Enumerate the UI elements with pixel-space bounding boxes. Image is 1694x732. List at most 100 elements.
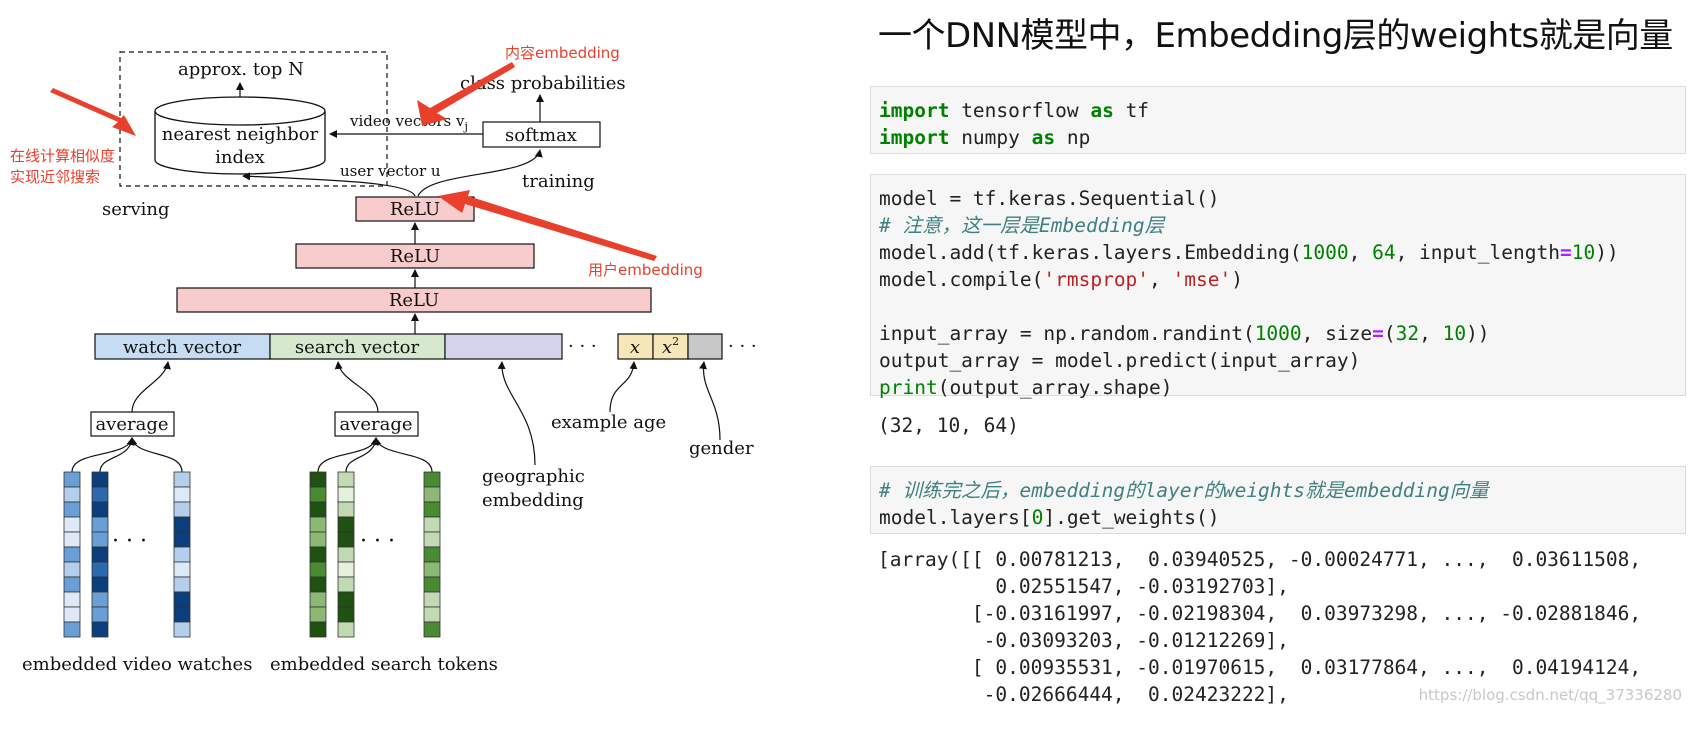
search-embedding-cell bbox=[309, 546, 327, 563]
dots-search-columns: · · · bbox=[360, 529, 395, 554]
relu-label-top: ReLU bbox=[390, 199, 440, 220]
relu-label-middle: ReLU bbox=[390, 246, 440, 267]
video-embedding-cell bbox=[91, 621, 109, 638]
average-box-search bbox=[334, 411, 419, 437]
video-embedding-cell bbox=[91, 486, 109, 503]
video-embedding-cell bbox=[63, 576, 81, 593]
search-embedding-cell bbox=[337, 576, 355, 593]
search-embedding-cell bbox=[337, 531, 355, 548]
code-cell-model[interactable]: model = tf.keras.Sequential() # 注意，这一层是E… bbox=[870, 174, 1686, 399]
video-embedding-cell bbox=[173, 531, 191, 548]
video-embedding-cell bbox=[173, 606, 191, 623]
search-embedding-cell bbox=[423, 606, 441, 623]
output-shape: (32, 10, 64) bbox=[878, 414, 1019, 437]
nearest-neighbor-index-cylinder bbox=[154, 96, 326, 175]
weights-output-line: [-0.03161997, -0.02198304, 0.03973298, .… bbox=[878, 602, 1642, 625]
search-embedding-cell bbox=[423, 591, 441, 608]
search-embedding-cell bbox=[309, 606, 327, 623]
video-embedding-cell bbox=[63, 486, 81, 503]
watch-vector-label: watch vector bbox=[123, 337, 242, 358]
example-age-label: example age bbox=[551, 412, 666, 433]
dots-middle: · · · bbox=[568, 336, 597, 357]
x-label: x bbox=[630, 337, 640, 358]
search-embedding-cell bbox=[337, 546, 355, 563]
search-embedding-cell bbox=[337, 561, 355, 578]
arrow-user-vector bbox=[242, 172, 416, 197]
code-cell-imports[interactable]: import tensorflow as tf import numpy as … bbox=[870, 86, 1686, 154]
video-embedding-cell bbox=[63, 516, 81, 533]
relu-box-middle bbox=[295, 243, 535, 269]
search-vector-segment bbox=[269, 333, 446, 360]
video-embedding-cell bbox=[63, 621, 81, 638]
x2-label: x2 bbox=[662, 335, 679, 358]
search-embedding-cell bbox=[423, 486, 441, 503]
arrow-average-to-search bbox=[334, 361, 379, 413]
search-embedding-cell bbox=[337, 621, 355, 638]
gender-label: gender bbox=[689, 438, 754, 459]
approx-top-n-label: approx. top N bbox=[178, 59, 304, 80]
video-embedding-cell bbox=[91, 576, 109, 593]
online-similarity-annotation-line2: 实现近邻搜索 bbox=[10, 168, 100, 186]
search-embedding-cell bbox=[423, 471, 441, 488]
video-embedding-cell bbox=[173, 576, 191, 593]
search-embedding-cell bbox=[337, 606, 355, 623]
search-embedding-cell bbox=[309, 471, 327, 488]
geographic-label-line2: embedding bbox=[482, 490, 584, 511]
search-embedding-cell bbox=[423, 516, 441, 533]
x2-segment bbox=[652, 333, 689, 360]
search-embedding-cell bbox=[423, 561, 441, 578]
red-arrow-content-embedding bbox=[417, 62, 515, 126]
dots-right: · · · bbox=[728, 336, 757, 357]
video-embedding-cell bbox=[173, 546, 191, 563]
search-embedding-cell bbox=[309, 591, 327, 608]
search-embedding-cell bbox=[337, 501, 355, 518]
average-label-search: average bbox=[339, 414, 412, 435]
embedded-video-columns bbox=[63, 471, 191, 638]
class-probabilities-label: class probabilities bbox=[460, 73, 626, 94]
search-embedding-cell bbox=[337, 516, 355, 533]
weights-output-line: -0.02666444, 0.02423222], bbox=[878, 683, 1289, 706]
fan-in-watches bbox=[71, 437, 183, 473]
search-embedding-cell bbox=[423, 621, 441, 638]
weights-output: [array([[ 0.00781213, 0.03940525, -0.000… bbox=[878, 546, 1641, 708]
average-box-watches bbox=[90, 411, 175, 437]
index-label-line1: nearest neighbor bbox=[162, 124, 319, 145]
video-embedding-cell bbox=[173, 471, 191, 488]
serving-dashed-box bbox=[119, 51, 388, 187]
search-embedding-cell bbox=[337, 486, 355, 503]
average-label-watches: average bbox=[95, 414, 168, 435]
x-segment bbox=[617, 333, 654, 360]
arrow-average-to-watch bbox=[131, 361, 171, 413]
index-label-line2: index bbox=[215, 147, 265, 168]
search-embedding-cell bbox=[423, 546, 441, 563]
dots-video-columns: · · · bbox=[112, 529, 147, 554]
watch-vector-segment bbox=[94, 333, 271, 360]
video-embedding-cell bbox=[91, 471, 109, 488]
fan-in-search bbox=[317, 437, 433, 473]
video-embedding-cell bbox=[91, 531, 109, 548]
arrow-geo-to-segment bbox=[497, 361, 536, 466]
gender-segment bbox=[687, 333, 723, 360]
weights-output-line: 0.02551547, -0.03192703], bbox=[878, 575, 1289, 598]
notebook-title: 一个DNN模型中，Embedding层的weights就是向量 bbox=[878, 16, 1673, 56]
video-embedding-cell bbox=[91, 591, 109, 608]
code-cell-weights[interactable]: # 训练完之后，embedding的layer的weights就是embeddi… bbox=[870, 466, 1686, 534]
user-embedding-annotation: 用户embedding bbox=[588, 261, 703, 279]
search-embedding-cell bbox=[309, 576, 327, 593]
search-embedding-cell bbox=[309, 516, 327, 533]
red-arrow-online-similarity bbox=[50, 88, 136, 136]
search-embedding-cell bbox=[309, 501, 327, 518]
search-embedding-cell bbox=[337, 591, 355, 608]
weights-output-line: [ 0.00935531, -0.01970615, 0.03177864, .… bbox=[878, 656, 1642, 679]
video-embedding-cell bbox=[173, 516, 191, 533]
video-embedding-cell bbox=[63, 561, 81, 578]
search-embedding-cell bbox=[309, 486, 327, 503]
search-embedding-cell bbox=[309, 531, 327, 548]
code-weights: # 训练完之后，embedding的layer的weights就是embeddi… bbox=[879, 479, 1489, 529]
search-embedding-cell bbox=[309, 621, 327, 638]
search-embedding-cell bbox=[337, 471, 355, 488]
user-vector-label: user vector u bbox=[340, 162, 441, 180]
serving-label: serving bbox=[102, 199, 170, 220]
search-embedding-cell bbox=[309, 561, 327, 578]
arrow-gender-to-segment bbox=[699, 361, 721, 441]
